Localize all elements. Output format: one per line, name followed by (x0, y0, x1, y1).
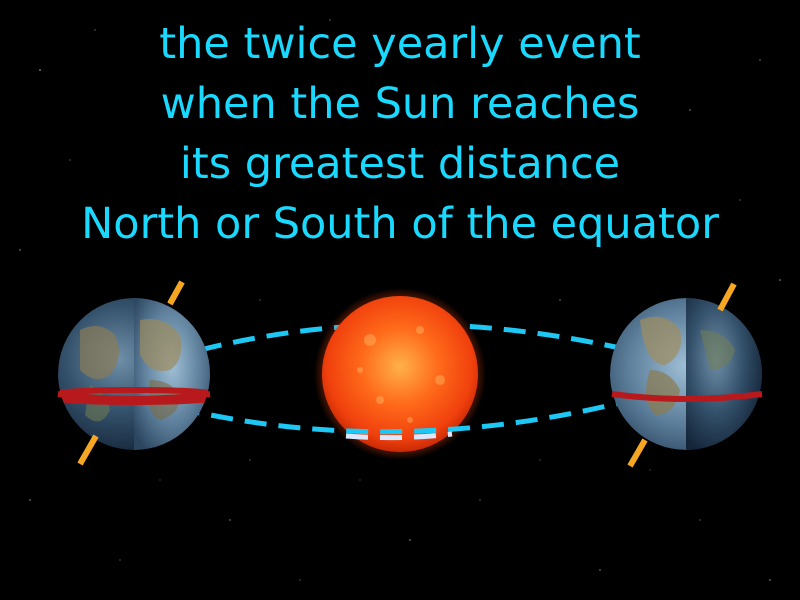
definition-line-3: its greatest distance (179, 139, 621, 189)
definition-text: the twice yearly event when the Sun reac… (0, 14, 800, 254)
earth-right-globe-icon (610, 282, 763, 468)
definition-line-1: the twice yearly event (159, 19, 641, 69)
stars (19, 19, 781, 581)
definition-line-2: when the Sun reaches (160, 79, 640, 129)
sun-icon (314, 288, 486, 460)
orbit-path-front-highlight (345, 431, 453, 441)
definition-line-4: North or South of the equator (81, 199, 719, 249)
earth-left-globe-icon (57, 280, 211, 466)
